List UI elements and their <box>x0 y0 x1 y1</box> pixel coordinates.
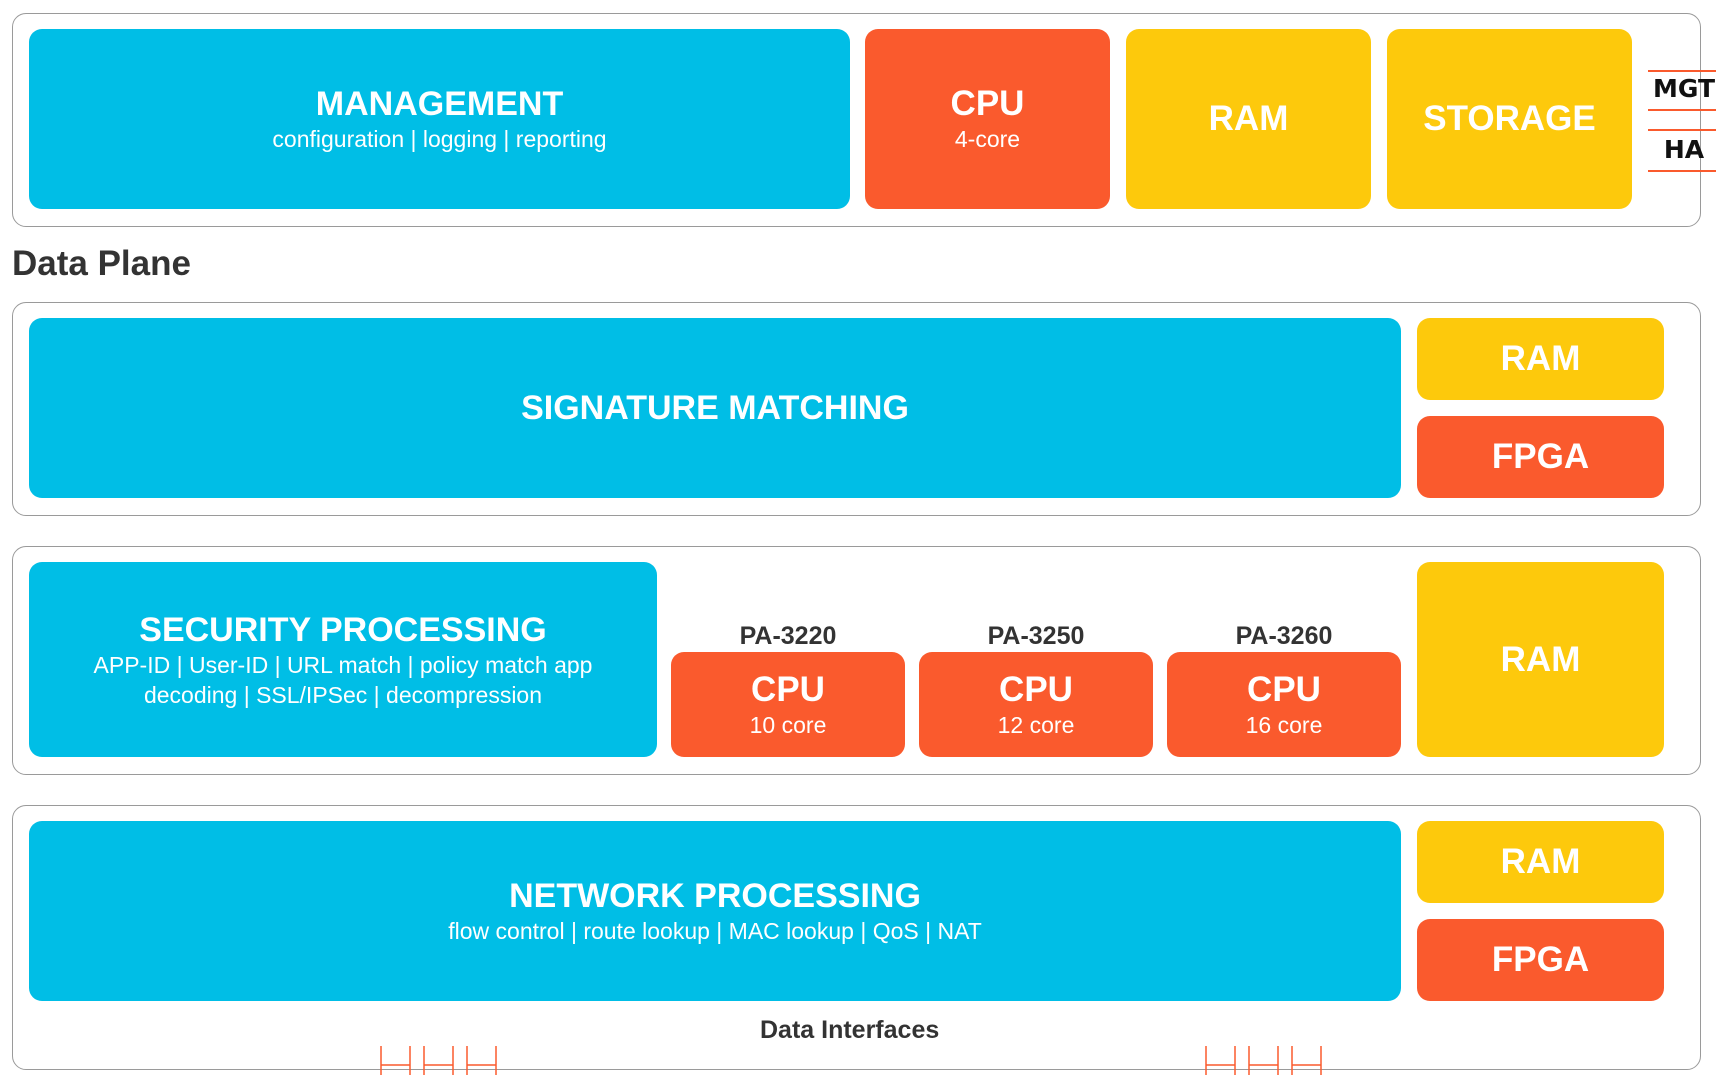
management-storage-label: STORAGE <box>1423 99 1596 138</box>
management-block: MANAGEMENT configuration | logging | rep… <box>29 29 850 209</box>
cpu-pa-3260-block: CPU 16 core <box>1167 652 1401 757</box>
network-fpga-label: FPGA <box>1491 940 1590 979</box>
security-ram-label: RAM <box>1500 639 1581 679</box>
cpu-pa-3250-title: CPU <box>999 669 1073 709</box>
ha-port-label: HA <box>1663 135 1705 164</box>
cpu-pa-3250-block: CPU 12 core <box>919 652 1153 757</box>
model-label-pa-3220: PA-3220 <box>739 622 837 650</box>
network-processing-block: NETWORK PROCESSING flow control | route … <box>29 821 1401 1001</box>
management-cpu-block: CPU 4-core <box>865 29 1110 209</box>
management-title: MANAGEMENT <box>315 85 564 123</box>
management-storage-block: STORAGE <box>1387 29 1632 209</box>
security-processing-block: SECURITY PROCESSING APP-ID | User-ID | U… <box>29 562 657 757</box>
mgt-port-top-line <box>1648 70 1716 72</box>
mgt-port-bottom-line <box>1648 109 1716 111</box>
data-interface-ports-right <box>1205 1046 1322 1075</box>
cpu-pa-3220-cores: 10 core <box>749 711 827 738</box>
network-ram-label: RAM <box>1500 842 1581 881</box>
signature-matching-title: SIGNATURE MATCHING <box>521 389 909 427</box>
network-ram-block: RAM <box>1417 821 1664 903</box>
management-cpu-detail: 4-core <box>954 126 1021 152</box>
signature-ram-block: RAM <box>1417 318 1664 400</box>
security-ram-block: RAM <box>1417 562 1664 757</box>
cpu-pa-3220-block: CPU 10 core <box>671 652 905 757</box>
signature-fpga-label: FPGA <box>1491 437 1590 476</box>
cpu-pa-3260-cores: 16 core <box>1245 711 1323 738</box>
network-processing-subtitle: flow control | route lookup | MAC lookup… <box>448 918 982 944</box>
management-cpu-title: CPU <box>950 84 1025 123</box>
management-ram-block: RAM <box>1126 29 1371 209</box>
data-interfaces-label: Data Interfaces <box>760 1016 940 1044</box>
model-label-pa-3250: PA-3250 <box>987 622 1085 650</box>
management-subtitle: configuration | logging | reporting <box>272 126 607 152</box>
signature-fpga-block: FPGA <box>1417 416 1664 498</box>
data-plane-heading: Data Plane <box>12 244 191 283</box>
network-fpga-block: FPGA <box>1417 919 1664 1001</box>
mgt-port-label: MGT <box>1652 74 1715 103</box>
ha-port-top-line <box>1648 129 1716 131</box>
signature-ram-label: RAM <box>1500 339 1581 378</box>
data-interface-ports-left <box>380 1046 497 1075</box>
signature-matching-block: SIGNATURE MATCHING <box>29 318 1401 498</box>
cpu-pa-3250-cores: 12 core <box>997 711 1075 738</box>
network-processing-title: NETWORK PROCESSING <box>509 877 921 915</box>
security-processing-line1: APP-ID | User-ID | URL match | policy ma… <box>93 651 593 678</box>
security-processing-title: SECURITY PROCESSING <box>139 610 547 649</box>
model-label-pa-3260: PA-3260 <box>1235 622 1333 650</box>
management-ram-label: RAM <box>1208 99 1289 138</box>
cpu-pa-3220-title: CPU <box>751 669 825 709</box>
ha-port-bottom-line <box>1648 170 1716 172</box>
cpu-pa-3260-title: CPU <box>1247 669 1321 709</box>
security-processing-line2: decoding | SSL/IPSec | decompression <box>143 681 543 708</box>
